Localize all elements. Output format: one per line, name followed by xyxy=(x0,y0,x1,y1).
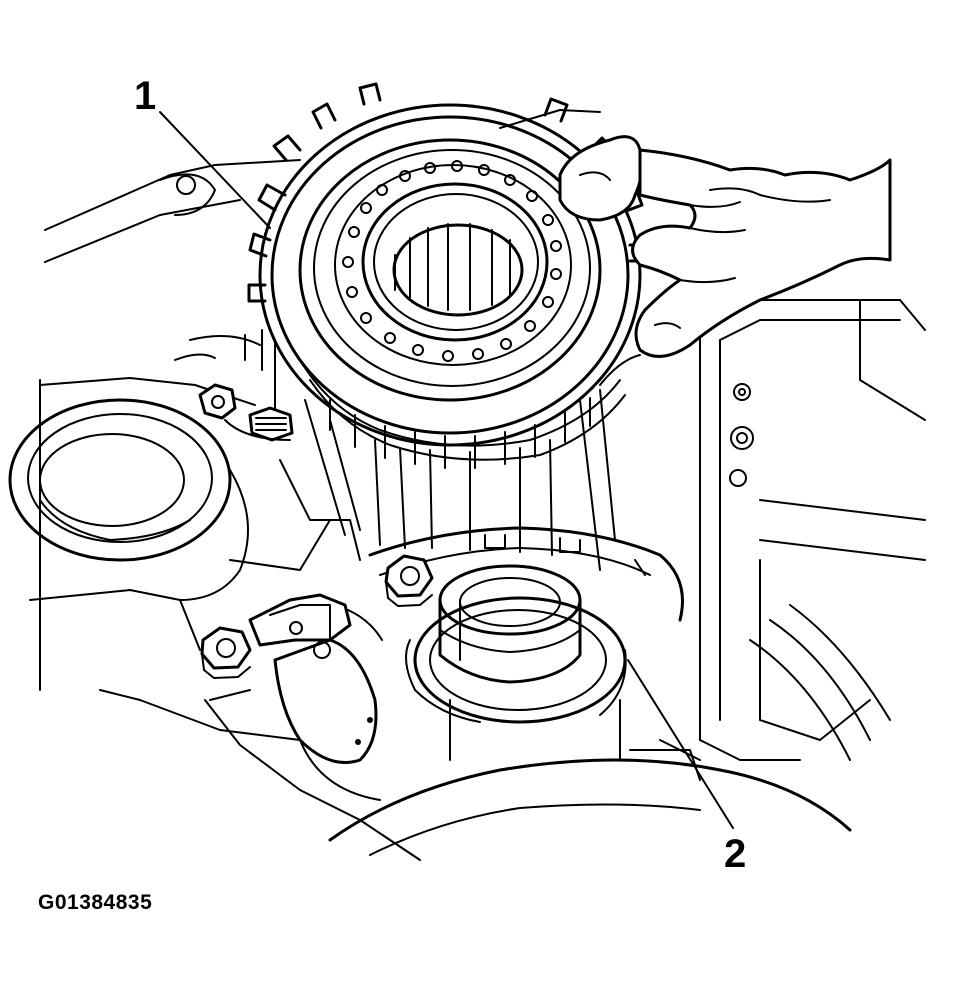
retainer-nut-left xyxy=(200,626,252,679)
case-bolt-lower xyxy=(248,406,294,442)
clutch-oil-holes xyxy=(342,160,562,362)
clutch-assembly-1 xyxy=(247,82,648,469)
leader-line-1 xyxy=(159,111,271,229)
technician-hand xyxy=(558,135,892,386)
leader-line-2 xyxy=(627,659,734,829)
callout-label-2: 2 xyxy=(724,832,747,876)
callout-label-1: 1 xyxy=(134,74,157,118)
bracket-edge xyxy=(224,419,291,441)
retainer-nut-right xyxy=(384,554,434,607)
band-bracket xyxy=(248,593,383,801)
figure-id: G01384835 xyxy=(38,891,153,914)
guide-pins xyxy=(244,329,276,411)
clutch-drum-sleeve xyxy=(304,389,616,571)
transmission-case xyxy=(29,109,926,861)
left-bearing-bore xyxy=(8,398,249,601)
case-bolt-upper xyxy=(198,383,237,420)
seal-assembly-2 xyxy=(368,526,684,724)
